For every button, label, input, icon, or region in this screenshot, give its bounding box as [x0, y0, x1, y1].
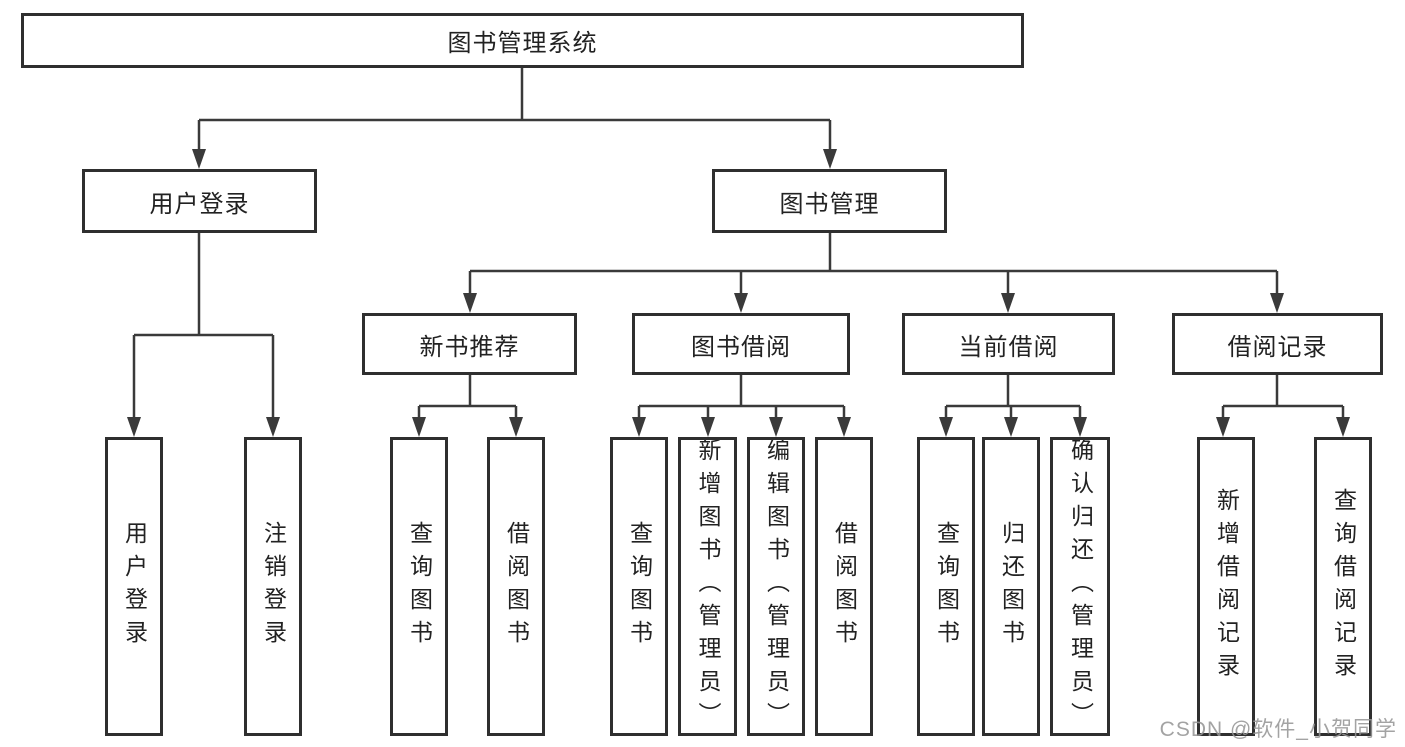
leaf-user-login: 用户登录: [105, 437, 163, 736]
leaf-edit-book-admin-label: 编辑图书（管理员）: [763, 438, 790, 735]
leaf-logout-login-label: 注销登录: [260, 520, 287, 653]
leaf-query-books-current-label: 查询图书: [933, 520, 960, 653]
node-current-borrowing: 当前借阅: [902, 313, 1115, 375]
leaf-borrow-books-borrowing-label: 借阅图书: [831, 520, 858, 653]
leaf-return-books-label: 归还图书: [998, 520, 1025, 653]
node-user-login: 用户登录: [82, 169, 317, 233]
node-book-borrowing: 图书借阅: [632, 313, 850, 375]
leaf-query-books-recommend-label: 查询图书: [406, 520, 433, 653]
leaf-user-login-label: 用户登录: [121, 520, 148, 653]
leaf-add-borrow-record-label: 新增借阅记录: [1213, 487, 1240, 686]
leaf-borrow-books-recommend-label: 借阅图书: [503, 520, 530, 653]
leaf-query-books-current: 查询图书: [917, 437, 975, 736]
leaf-logout-login: 注销登录: [244, 437, 302, 736]
leaf-add-book-admin-label: 新增图书（管理员）: [695, 438, 721, 735]
leaf-query-borrow-record: 查询借阅记录: [1314, 437, 1372, 736]
leaf-edit-book-admin: 编辑图书（管理员）: [747, 437, 805, 736]
csdn-watermark: CSDN @软件_小贺同学: [1159, 718, 1397, 741]
leaf-borrow-books-borrowing: 借阅图书: [815, 437, 873, 736]
leaf-add-book-admin: 新增图书（管理员）: [678, 437, 737, 736]
leaf-borrow-books-recommend: 借阅图书: [487, 437, 545, 736]
node-library-management-system: 图书管理系统: [21, 13, 1024, 68]
node-new-book-recommend: 新书推荐: [362, 313, 577, 375]
leaf-confirm-return-admin-label: 确认归还（管理员）: [1067, 438, 1094, 735]
node-book-management: 图书管理: [712, 169, 947, 233]
node-borrowing-records: 借阅记录: [1172, 313, 1383, 375]
leaf-query-books-recommend: 查询图书: [390, 437, 448, 736]
leaf-confirm-return-admin: 确认归还（管理员）: [1050, 437, 1110, 736]
arrowheads: [127, 149, 1350, 437]
leaf-query-books-borrowing-label: 查询图书: [626, 520, 653, 653]
leaf-add-borrow-record: 新增借阅记录: [1197, 437, 1255, 736]
leaf-return-books: 归还图书: [982, 437, 1040, 736]
leaf-query-borrow-record-label: 查询借阅记录: [1330, 487, 1357, 686]
leaf-query-books-borrowing: 查询图书: [610, 437, 668, 736]
